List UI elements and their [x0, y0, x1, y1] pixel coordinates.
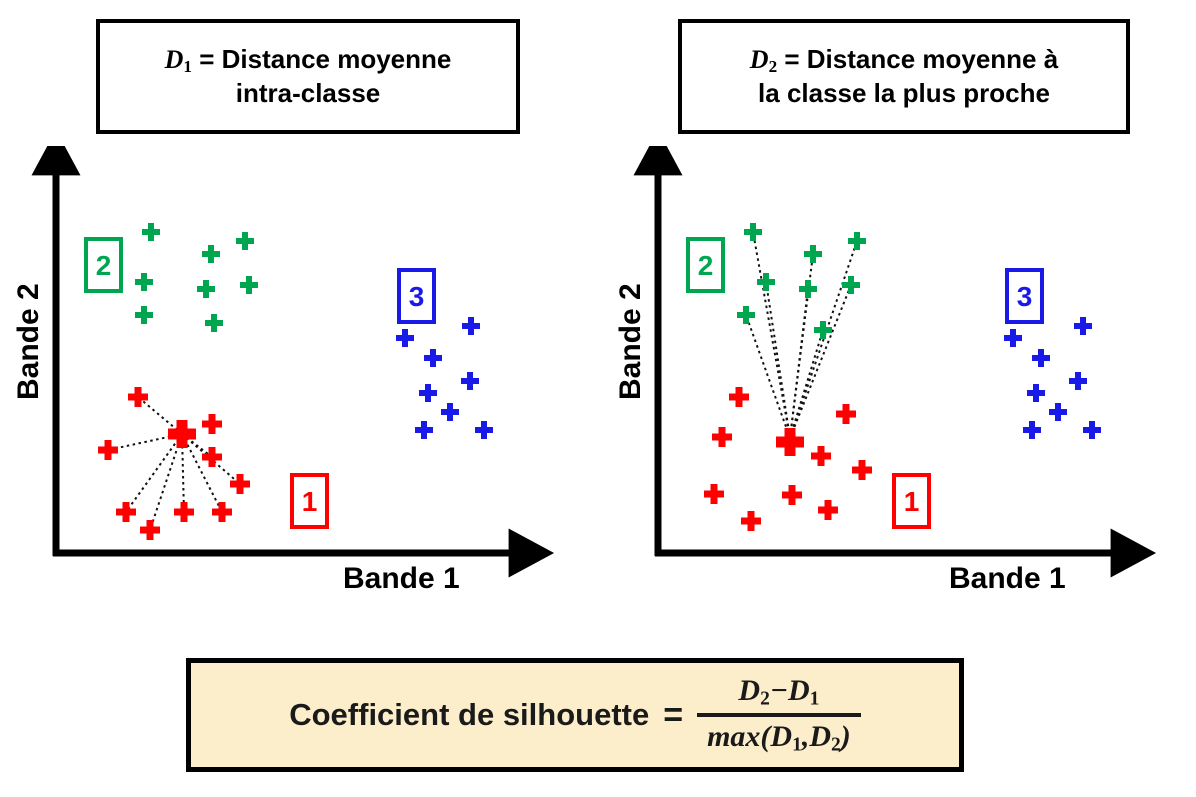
title-line-2: intra-classe: [235, 78, 381, 109]
marker-plus: [1069, 372, 1087, 390]
plot-svg-right: 2 3 1: [633, 146, 1157, 578]
centroid-marker-class-1-left: [168, 420, 196, 448]
axis-lines-right: [633, 146, 1157, 578]
distance-lines-right: [745, 231, 858, 439]
marker-plus: [174, 502, 194, 522]
title-d2-text: = Distance moyenne à: [777, 43, 1059, 74]
class-box-3-right: 3: [1005, 268, 1044, 324]
marker-plus: [704, 484, 724, 504]
fraction-bar: [697, 712, 861, 717]
class-box-2-label-left: 2: [96, 250, 112, 281]
cluster-class-1-right: [704, 387, 872, 531]
symbol-d1: D1: [164, 44, 192, 76]
marker-plus: [1074, 317, 1092, 335]
marker-plus: [744, 223, 762, 241]
plot-svg-left: 2 3 1: [31, 146, 555, 578]
marker-plus: [462, 317, 480, 335]
cluster-class-1-left: [98, 387, 250, 540]
class-box-2-right: 2: [686, 237, 725, 293]
class-box-3-label-left: 3: [409, 281, 425, 312]
x-axis-label-left: Bande 1: [343, 562, 460, 595]
marker-plus: [135, 306, 153, 324]
marker-plus: [202, 447, 222, 467]
cluster-class-2-left: [135, 223, 258, 332]
formula-box: Coefficient de silhouette = D2−D1 max(D1…: [186, 658, 964, 772]
marker-plus: [848, 232, 866, 250]
marker-plus: [441, 403, 459, 421]
class-box-2-left: 2: [84, 237, 123, 293]
formula-label: Coefficient de silhouette: [289, 697, 650, 732]
marker-plus: [475, 421, 493, 439]
marker-plus: [814, 321, 832, 339]
marker-plus: [396, 329, 414, 347]
marker-plus: [729, 387, 749, 407]
marker-plus: [1032, 349, 1050, 367]
marker-plus: [799, 280, 817, 298]
marker-plus: [757, 273, 775, 291]
marker-plus: [852, 460, 872, 480]
class-box-3-left: 3: [397, 268, 436, 324]
marker-plus: [804, 245, 822, 263]
marker-plus: [741, 511, 761, 531]
formula-equals-sign: =: [663, 695, 684, 734]
title-line-1: D2 = Distance moyenne à: [750, 43, 1058, 78]
marker-plus: [811, 446, 831, 466]
centroid-marker-class-1-right: [776, 428, 804, 456]
marker-plus: [205, 314, 223, 332]
cluster-class-3-left: [396, 317, 493, 439]
marker-plus: [782, 485, 802, 505]
marker-plus: [240, 276, 258, 294]
title-line-2: la classe la plus proche: [758, 78, 1050, 109]
marker-plus: [461, 372, 479, 390]
class-box-3-label-right: 3: [1017, 281, 1033, 312]
fraction-denominator: max(D1,D2): [707, 719, 851, 755]
cluster-class-2-right: [737, 223, 866, 339]
class-box-2-label-right: 2: [698, 250, 714, 281]
marker-plus: [1049, 403, 1067, 421]
y-axis-label-right: Bande 2: [614, 283, 647, 400]
marker-plus: [142, 223, 160, 241]
fraction-numerator: D2−D1: [738, 674, 820, 710]
x-axis-label-right: Bande 1: [949, 562, 1066, 595]
marker-plus: [1083, 421, 1101, 439]
title-line-1: D1 = Distance moyenne: [165, 43, 452, 78]
title-box-d1: D1 = Distance moyenne intra-classe: [96, 19, 520, 134]
marker-plus: [712, 427, 732, 447]
marker-plus: [202, 245, 220, 263]
marker-plus: [842, 276, 860, 294]
marker-plus: [424, 349, 442, 367]
class-box-1-right: 1: [892, 473, 931, 529]
marker-plus: [116, 502, 136, 522]
cluster-class-3-right: [1004, 317, 1101, 439]
marker-plus: [197, 280, 215, 298]
marker-plus: [415, 421, 433, 439]
title-box-d2: D2 = Distance moyenne à la classe la plu…: [678, 19, 1130, 134]
marker-plus: [818, 500, 838, 520]
marker-plus: [419, 384, 437, 402]
marker-plus: [135, 273, 153, 291]
y-axis-label-left: Bande 2: [12, 283, 45, 400]
marker-plus: [128, 387, 148, 407]
marker-plus: [1027, 384, 1045, 402]
scatter-plot-right: 2 3 1: [618, 146, 1158, 602]
title-d1-text: = Distance moyenne: [191, 43, 452, 74]
marker-plus: [202, 414, 222, 434]
scatter-plot-left: 2 3 1: [16, 146, 556, 602]
marker-plus: [1023, 421, 1041, 439]
marker-plus: [212, 502, 232, 522]
marker-plus: [1004, 329, 1022, 347]
marker-plus: [836, 404, 856, 424]
marker-plus: [737, 306, 755, 324]
symbol-d2: D2: [749, 44, 778, 76]
marker-plus: [230, 474, 250, 494]
marker-plus: [140, 520, 160, 540]
marker-plus: [236, 232, 254, 250]
class-box-1-left: 1: [290, 473, 329, 529]
class-box-1-label-right: 1: [904, 486, 920, 517]
axis-lines-left: [31, 146, 555, 578]
marker-plus: [98, 440, 118, 460]
silhouette-fraction: D2−D1 max(D1,D2): [697, 674, 861, 756]
class-box-1-label-left: 1: [302, 486, 318, 517]
